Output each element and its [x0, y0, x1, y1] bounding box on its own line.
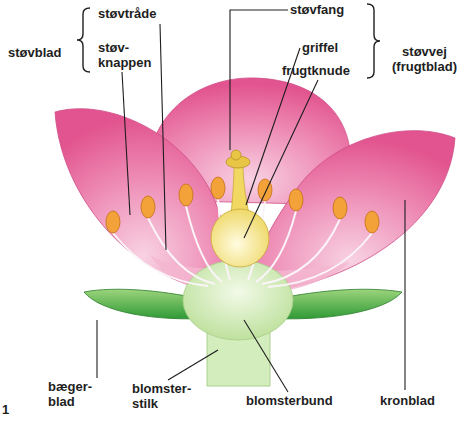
part-label: støvfang: [290, 2, 344, 17]
leader-line: [122, 72, 130, 215]
part-label: griffel: [302, 40, 338, 55]
leader-line: [404, 200, 405, 390]
petal: [248, 131, 455, 292]
anther: [179, 184, 193, 206]
style: [231, 164, 249, 214]
filament: [148, 218, 215, 284]
part-label: kronblad: [380, 393, 435, 408]
leader-line: [160, 24, 166, 250]
part-label: støvvej (frugtblad): [392, 44, 457, 74]
part-label: støvblad: [8, 45, 61, 60]
stigma: [231, 150, 241, 160]
bracket: [367, 4, 380, 78]
leader-line: [244, 320, 288, 392]
part-label: støvtråde: [98, 6, 157, 21]
anther: [106, 211, 120, 233]
anther: [211, 177, 225, 199]
anther: [333, 197, 347, 219]
filament: [268, 233, 372, 287]
leader-line: [230, 10, 288, 150]
petal: [55, 109, 232, 292]
receptacle: [183, 260, 293, 340]
leader-line: [96, 320, 97, 378]
part-label: støv- knappen: [98, 40, 151, 70]
leader-lines: [97, 10, 405, 392]
part-label: 1: [2, 402, 9, 417]
part-label: bæger- blad: [48, 379, 92, 409]
ovary: [211, 209, 269, 267]
anther: [365, 211, 379, 233]
anther: [141, 196, 155, 218]
filament: [262, 219, 340, 284]
leader-line: [168, 350, 218, 380]
leader-line: [244, 80, 318, 238]
part-label: blomster- stilk: [132, 381, 191, 411]
part-label: frugtknude: [282, 63, 350, 78]
anther: [289, 189, 303, 211]
part-label: blomsterbund: [246, 393, 333, 408]
bracket: [77, 8, 90, 72]
